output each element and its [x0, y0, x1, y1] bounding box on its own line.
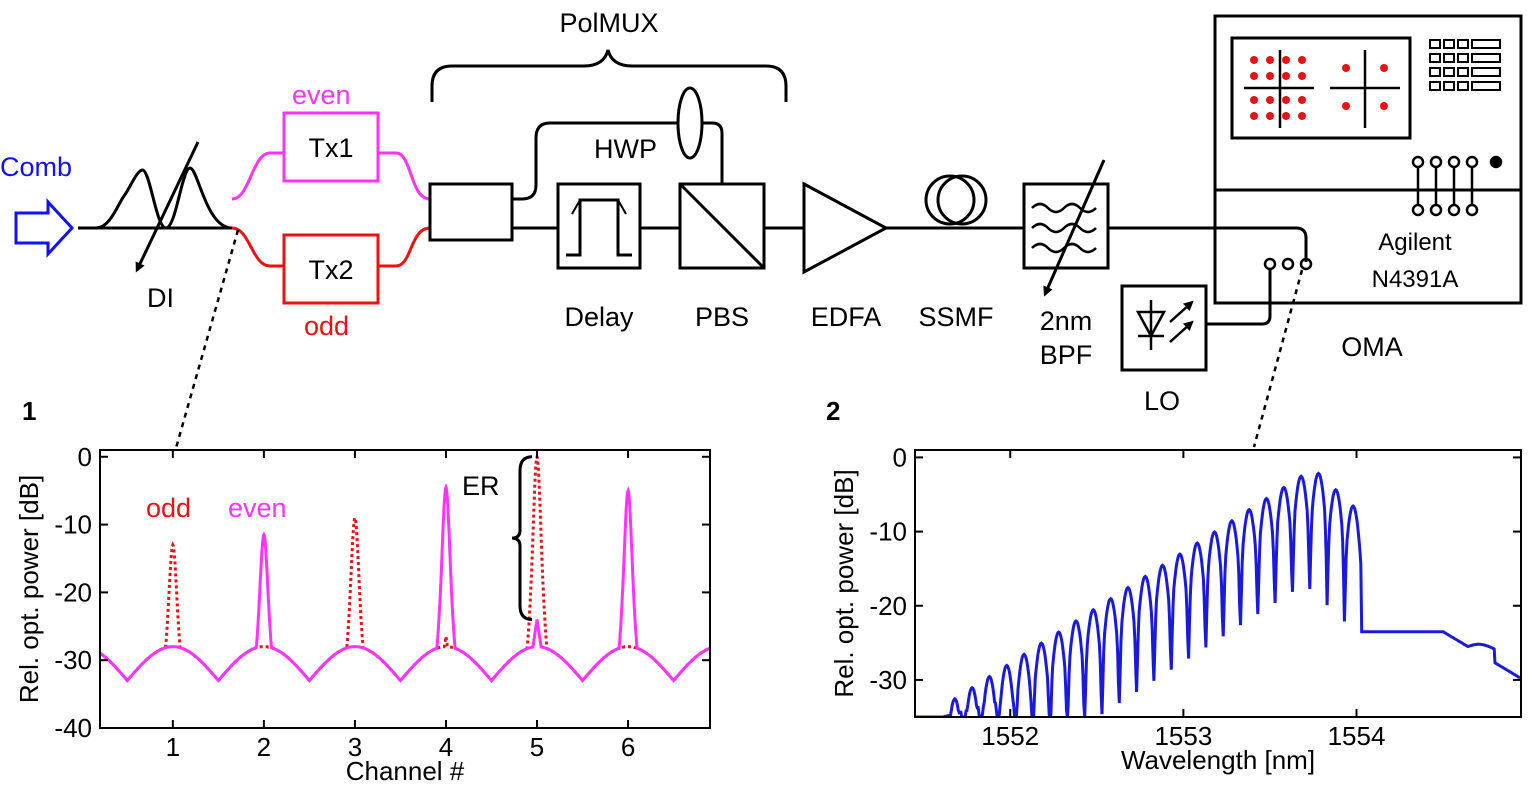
- lo-label: LO: [1144, 386, 1180, 416]
- photodiode-icon: [1135, 300, 1194, 350]
- tx2-box: [282, 233, 380, 305]
- even-label: even: [292, 80, 351, 110]
- x-tick-label: 1554: [1328, 721, 1386, 751]
- x-tick-label: 6: [621, 732, 635, 762]
- delay-label: Delay: [564, 302, 634, 332]
- y-tick-label: -20: [54, 577, 92, 607]
- x-tick-label: 1552: [981, 721, 1039, 751]
- ssmf-label: SSMF: [918, 302, 993, 332]
- y-tick-label: -30: [869, 665, 907, 695]
- leader-line-1: [174, 229, 240, 449]
- polmux-bracket: [430, 49, 788, 102]
- agilent-label-2: N4391A: [1372, 266, 1459, 293]
- x-tick-label: 4: [439, 732, 453, 762]
- y-tick-label: 0: [78, 442, 92, 472]
- keypad: [1429, 39, 1501, 91]
- tunable-arrow: [1043, 159, 1106, 297]
- polmux-label: PolMUX: [559, 8, 658, 38]
- splitter-box: [428, 182, 514, 242]
- connector-ports: [1263, 155, 1503, 271]
- y-tick-label: -10: [869, 517, 907, 547]
- y-axis-label: Rel. opt. power [dB]: [14, 475, 44, 703]
- series-line-even: [100, 483, 710, 683]
- y-axis-label: Rel. opt. power [dB]: [829, 469, 859, 697]
- agilent-label-1: Agilent: [1378, 229, 1452, 256]
- plot-frame: [99, 449, 711, 729]
- lo-box: [1120, 284, 1208, 372]
- series-line-spectrum: [915, 471, 1521, 717]
- setup-diagram: Comb DI even Tx1 Tx2 odd PolMUX HWP: [0, 8, 1523, 449]
- oma-box: [1213, 14, 1523, 305]
- tunable-arrow: [135, 141, 200, 273]
- er-annotation: ER: [462, 471, 500, 501]
- di-label: DI: [147, 283, 174, 313]
- delay-box: [556, 182, 642, 270]
- bpf-label-2: BPF: [1040, 340, 1093, 370]
- x-tick-label: 3: [348, 732, 362, 762]
- odd-path: [231, 226, 284, 268]
- fiber-coil-icon: [924, 174, 988, 226]
- pbs-icon: [678, 182, 766, 270]
- panel-label-2: 2: [826, 396, 840, 426]
- y-tick-label: 0: [893, 442, 907, 472]
- pbs-label: PBS: [695, 302, 749, 332]
- edfa-label: EDFA: [811, 302, 882, 332]
- er-brace: [511, 455, 533, 622]
- leader-line-2: [1252, 269, 1304, 448]
- y-tick-label: -40: [54, 713, 92, 743]
- screen: [1230, 36, 1412, 140]
- arrow-icon: [14, 198, 75, 258]
- panel-label-1: 1: [22, 396, 36, 426]
- x-tick-label: 5: [530, 732, 544, 762]
- tx1-box: [282, 111, 380, 183]
- x-tick-label: 1: [166, 732, 180, 762]
- y-tick-label: -10: [54, 510, 92, 540]
- y-tick-label: -30: [54, 645, 92, 675]
- plot-frame: [914, 449, 1522, 718]
- constellation-icon: [1250, 56, 1388, 120]
- even-path: [231, 151, 284, 201]
- x-axis-label: Channel #: [346, 756, 465, 786]
- y-tick-label: -20: [869, 591, 907, 621]
- delay-icon: [566, 198, 632, 257]
- legend-odd: odd: [146, 493, 191, 523]
- x-axis-label: Wavelength [nm]: [1121, 745, 1315, 775]
- legend-even: even: [228, 493, 287, 523]
- interferometer-icon: [95, 166, 233, 230]
- x-tick-label: 1553: [1154, 721, 1212, 751]
- hwp-icon: [676, 86, 704, 160]
- bpf-box: [1022, 182, 1110, 270]
- odd-label: odd: [304, 311, 349, 341]
- hwp-label: HWP: [594, 134, 657, 164]
- bpf-label-1: 2nm: [1040, 306, 1093, 336]
- oma-label: OMA: [1341, 332, 1403, 362]
- amplifier-icon: [802, 181, 890, 275]
- x-tick-label: 2: [257, 732, 271, 762]
- comb-label: Comb: [0, 152, 72, 182]
- tx1-label: Tx1: [308, 133, 353, 163]
- tx2-label: Tx2: [308, 255, 353, 285]
- pbs-box: [678, 182, 766, 270]
